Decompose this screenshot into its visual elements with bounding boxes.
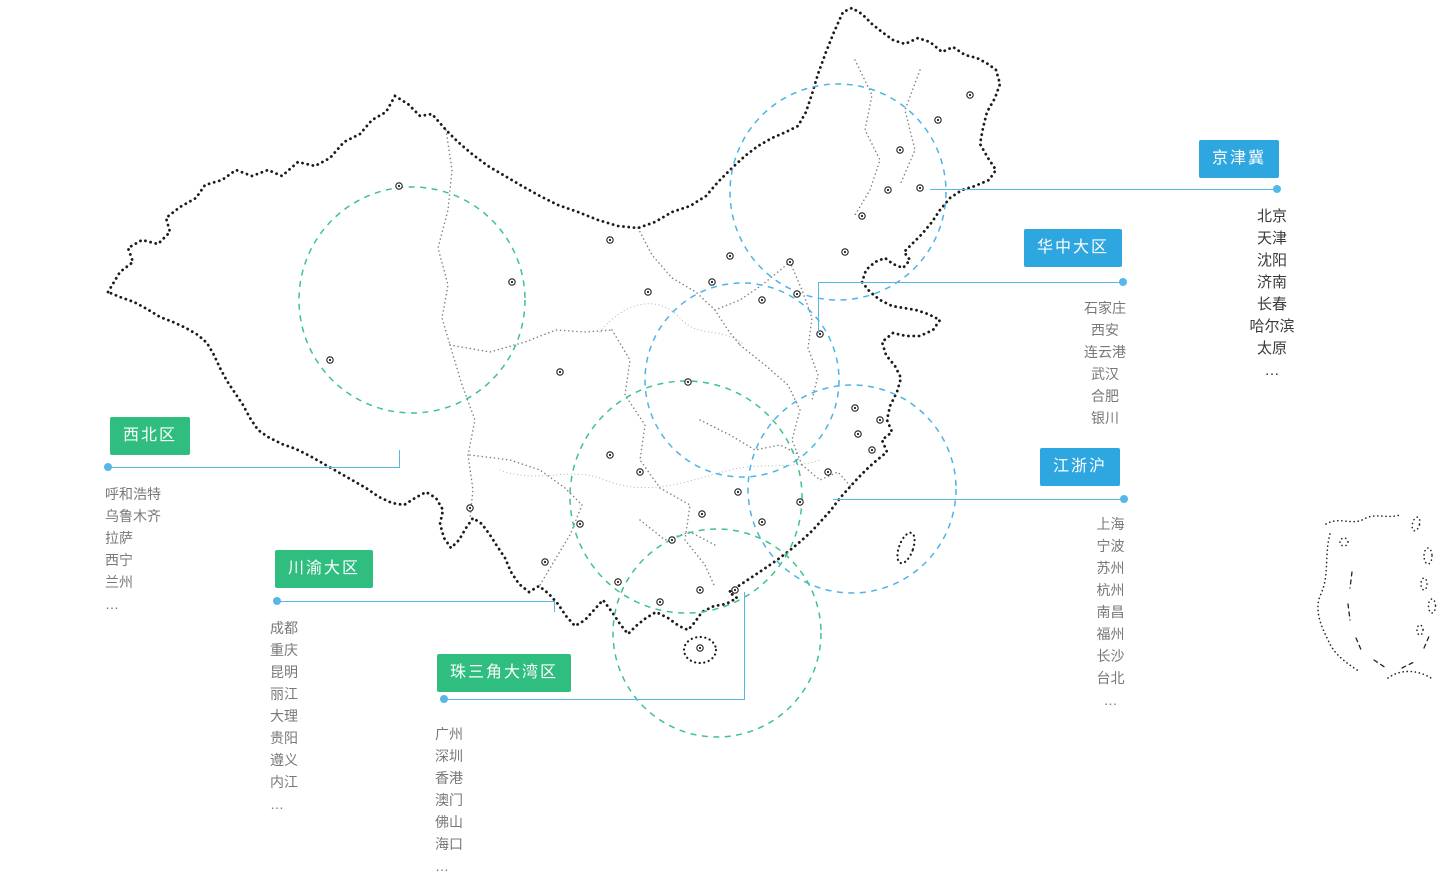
city-item: 兰州 bbox=[105, 574, 133, 590]
connector-dot-chuanyu bbox=[273, 597, 281, 605]
city-item: 澳门 bbox=[435, 792, 463, 808]
connector-line-xibei-v bbox=[399, 450, 400, 468]
city-item: 武汉 bbox=[1091, 366, 1119, 382]
city-item: 内江 bbox=[270, 774, 298, 790]
region-label-zhusanjiao: 珠三角大湾区 bbox=[437, 654, 572, 692]
connector-line-xibei-h bbox=[108, 467, 399, 468]
city-item: 香港 bbox=[435, 770, 463, 786]
city-item: 哈尔滨 bbox=[1249, 318, 1295, 335]
city-item: 天津 bbox=[1256, 230, 1287, 247]
city-list-jingjinji: 北京天津沈阳济南长春哈尔滨太原 … bbox=[1202, 206, 1342, 382]
city-list-zhusanjiao: 广州深圳香港澳门佛山海口 … bbox=[435, 723, 463, 877]
connector-line-chuanyu-h bbox=[277, 601, 554, 602]
province-borders bbox=[437, 59, 921, 586]
city-item: 遵义 bbox=[270, 752, 298, 768]
connector-dot-jingjinji bbox=[1273, 185, 1281, 193]
city-item: 福州 bbox=[1096, 626, 1125, 642]
region-label-xibei: 西北区 bbox=[110, 417, 191, 455]
china-outer-border bbox=[105, 6, 1002, 637]
city-item: 呼和浩特 bbox=[105, 486, 161, 502]
city-item: 西安 bbox=[1091, 322, 1119, 338]
connector-line-zhusanjiao-h bbox=[444, 699, 744, 700]
connector-line-huazhong-v bbox=[818, 282, 819, 333]
city-item: … bbox=[435, 858, 449, 874]
city-item: … bbox=[1264, 362, 1280, 379]
city-item: … bbox=[105, 596, 119, 612]
city-item: 乌鲁木齐 bbox=[105, 508, 161, 524]
region-circle-chuanyu bbox=[569, 380, 803, 614]
city-markers bbox=[326, 91, 974, 652]
connector-line-zhusanjiao-v bbox=[744, 592, 745, 700]
hainan-island bbox=[682, 635, 718, 665]
city-item: 西宁 bbox=[105, 552, 133, 568]
connector-line-chuanyu-v bbox=[554, 601, 555, 612]
city-item: 沈阳 bbox=[1256, 252, 1287, 269]
city-item: 丽江 bbox=[270, 686, 298, 702]
region-circle-jingjinji bbox=[729, 83, 947, 301]
city-item: 广州 bbox=[435, 726, 463, 742]
city-item: … bbox=[270, 796, 284, 812]
south-china-sea-inset bbox=[1317, 513, 1437, 681]
connector-line-jingjinji bbox=[930, 189, 1277, 190]
city-item: 北京 bbox=[1256, 208, 1287, 225]
city-item: 长沙 bbox=[1096, 648, 1125, 664]
city-item: 石家庄 bbox=[1084, 300, 1126, 316]
city-item: 长春 bbox=[1256, 296, 1287, 313]
city-item: 成都 bbox=[270, 620, 298, 636]
city-item: 台北 bbox=[1096, 670, 1125, 686]
city-item: … bbox=[1103, 692, 1118, 708]
connector-dot-huazhong bbox=[1119, 278, 1127, 286]
rivers bbox=[499, 303, 821, 489]
region-circle-huazhong bbox=[644, 282, 840, 478]
city-item: 贵阳 bbox=[270, 730, 298, 746]
region-circle-xibei bbox=[298, 186, 526, 414]
city-item: 合肥 bbox=[1091, 388, 1119, 404]
city-list-jiangzhehu: 上海宁波苏州杭州南昌福州长沙台北 … bbox=[1048, 513, 1173, 711]
city-list-huazhong: 石家庄西安连云港武汉合肥银川 bbox=[1040, 297, 1170, 429]
city-item: 海口 bbox=[435, 836, 463, 852]
city-item: 连云港 bbox=[1084, 344, 1126, 360]
connector-line-jiangzhehu bbox=[833, 499, 1124, 500]
region-label-huazhong: 华中大区 bbox=[1024, 229, 1123, 267]
city-item: 杭州 bbox=[1096, 582, 1125, 598]
region-label-jingjinji: 京津冀 bbox=[1199, 140, 1280, 178]
region-circle-jiangzhehu bbox=[747, 384, 957, 594]
connector-dot-zhusanjiao bbox=[440, 695, 448, 703]
connector-line-huazhong-h bbox=[818, 282, 1123, 283]
region-label-chuanyu: 川渝大区 bbox=[275, 550, 374, 588]
city-item: 银川 bbox=[1091, 410, 1119, 426]
city-item: 深圳 bbox=[435, 748, 463, 764]
city-item: 济南 bbox=[1256, 274, 1287, 291]
city-item: 宁波 bbox=[1096, 538, 1125, 554]
taiwan-island bbox=[896, 531, 916, 565]
city-item: 上海 bbox=[1096, 516, 1125, 532]
region-label-jiangzhehu: 江浙沪 bbox=[1040, 448, 1121, 486]
city-item: 佛山 bbox=[435, 814, 463, 830]
city-list-chuanyu: 成都重庆昆明丽江大理贵阳遵义内江 … bbox=[270, 617, 298, 815]
city-item: 重庆 bbox=[270, 642, 298, 658]
city-item: 拉萨 bbox=[105, 530, 133, 546]
region-circle-zhusanjiao bbox=[612, 528, 822, 738]
city-item: 大理 bbox=[270, 708, 298, 724]
city-item: 南昌 bbox=[1096, 604, 1125, 620]
connector-dot-xibei bbox=[104, 463, 112, 471]
city-list-xibei: 呼和浩特乌鲁木齐拉萨西宁兰州 … bbox=[105, 483, 161, 615]
city-item: 太原 bbox=[1256, 340, 1287, 357]
city-item: 苏州 bbox=[1096, 560, 1125, 576]
city-item: 昆明 bbox=[270, 664, 298, 680]
connector-dot-jiangzhehu bbox=[1120, 495, 1128, 503]
